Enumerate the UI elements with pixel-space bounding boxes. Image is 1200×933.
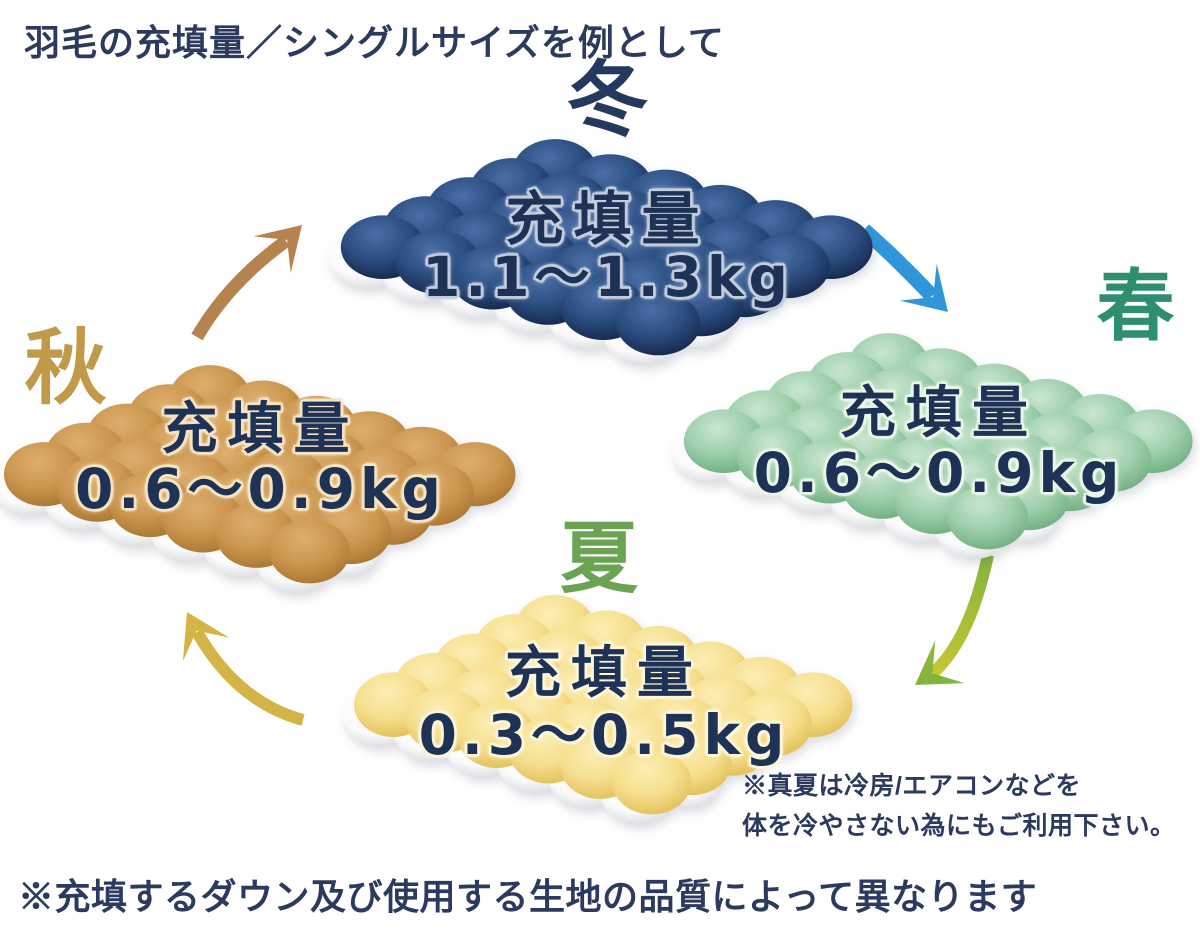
summer-usage-note-line1: ※真夏は冷房/エアコンなどを <box>742 772 1081 800</box>
spring-duvet-illustration <box>671 333 1193 560</box>
summer-season-label: 夏 <box>559 515 638 602</box>
arrow-autumn-to-winter-icon <box>191 225 302 341</box>
winter-duvet-illustration <box>328 139 873 366</box>
spring-season-block: 春 充填量 0.6〜0.9kg <box>671 262 1193 562</box>
autumn-duvet-illustration <box>0 365 516 594</box>
summer-usage-note: ※真夏は冷房/エアコンなどを 体を冷やさない為にもご利用下さい。 <box>742 766 1176 846</box>
spring-fill-value: 0.6〜0.9kg <box>753 441 1125 505</box>
autumn-fill-value: 0.6〜0.9kg <box>75 457 446 521</box>
summer-season-block: 夏 充填量 0.3〜0.5kg <box>342 515 853 826</box>
winter-fill-value: 1.1〜1.3kg <box>422 245 793 309</box>
winter-season-label: 冬 <box>566 55 649 146</box>
spring-season-label: 春 <box>1096 263 1175 350</box>
summer-usage-note-line2: 体を冷やさない為にもご利用下さい。 <box>742 812 1176 840</box>
autumn-season-label: 秋 <box>24 323 107 414</box>
autumn-fill-label: 充填量 <box>161 399 360 461</box>
summer-duvet-illustration <box>342 595 853 825</box>
quality-disclaimer-note: ※充填するダウン及び使用する生地の品質によって異なります <box>18 876 1038 917</box>
autumn-season-block: 秋 充填量 0.6〜0.9kg <box>0 323 516 596</box>
page-title: 羽毛の充填量／シングルサイズを例として <box>24 22 725 63</box>
arrow-summer-to-autumn-icon <box>182 612 305 726</box>
winter-season-block: 冬 充填量 1.1〜1.3kg <box>328 55 873 380</box>
spring-fill-label: 充填量 <box>840 383 1038 445</box>
summer-fill-value: 0.3〜0.5kg <box>418 703 790 767</box>
arrow-spring-to-summer-icon <box>915 553 994 685</box>
winter-fill-label: 充填量 <box>505 187 710 252</box>
summer-fill-label: 充填量 <box>505 643 703 705</box>
